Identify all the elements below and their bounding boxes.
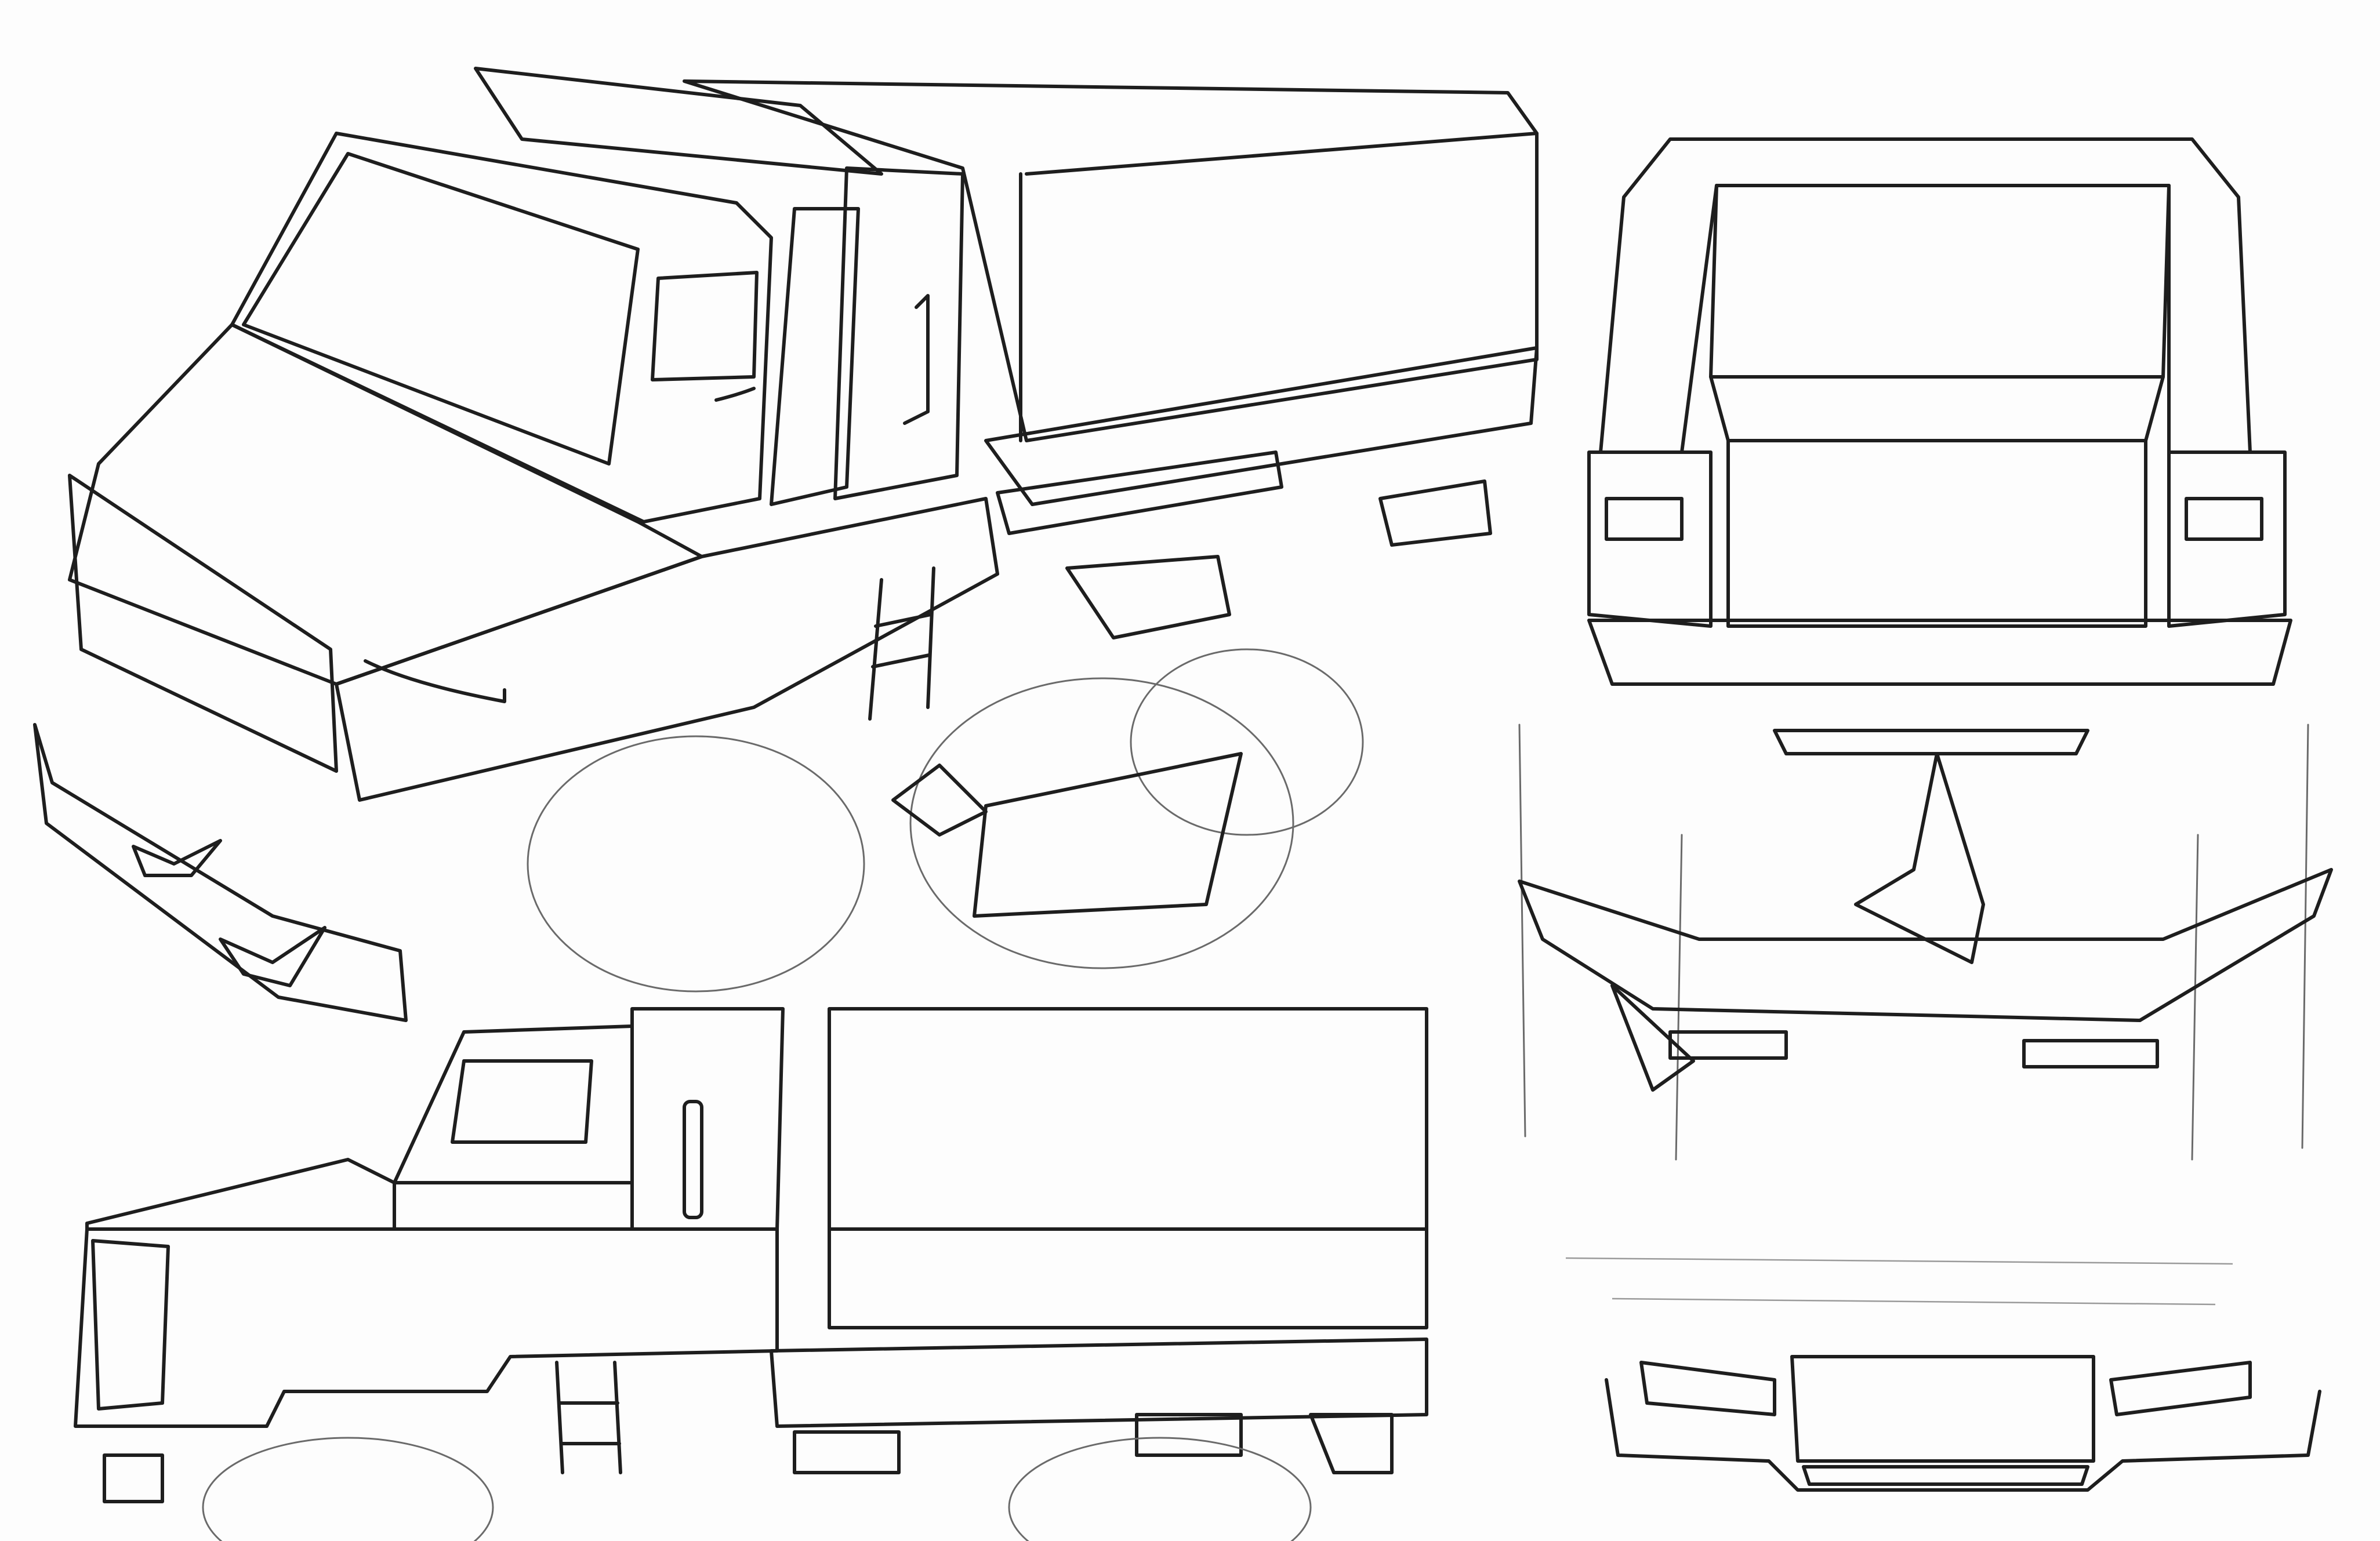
rear-wheel xyxy=(909,677,1294,969)
side-hood xyxy=(85,1158,396,1231)
cargo-skirt xyxy=(984,346,1539,506)
front-wheel xyxy=(527,735,865,993)
side-cargo-box xyxy=(828,1007,1428,1329)
bumper-detail-left-lamp xyxy=(1668,1030,1788,1060)
guide-line-inner-right xyxy=(2191,834,2199,1161)
mid-door-handle xyxy=(903,294,930,425)
front-left-lamp xyxy=(1605,497,1684,541)
cargo-box xyxy=(683,79,1539,442)
tow-hook-sketch xyxy=(1854,752,1985,964)
cab-side-window xyxy=(651,271,759,381)
side-view xyxy=(74,1007,1428,1541)
front-right-headlight-block xyxy=(2167,450,2287,628)
guide-line-left xyxy=(1518,724,1526,1137)
side-rear-mudflap xyxy=(1309,1413,1394,1474)
lower-right-lamp xyxy=(2109,1361,2252,1416)
mesh-panel xyxy=(973,752,1243,918)
cargo-hatched-rail xyxy=(996,450,1283,535)
step-ladder xyxy=(868,566,935,721)
front-fender xyxy=(335,497,999,802)
side-fuel-tank xyxy=(793,1430,901,1474)
lower-underguard xyxy=(1802,1465,2089,1486)
headlight xyxy=(364,659,506,703)
bumper-hatch-left xyxy=(132,839,222,877)
side-front-light xyxy=(103,1453,164,1503)
perspective-view xyxy=(33,67,1539,1022)
rear-wheel-2 xyxy=(1130,648,1364,836)
side-battery-box xyxy=(1135,1413,1243,1457)
guide-line-inner-left xyxy=(1675,834,1683,1161)
guide-line-right xyxy=(2301,724,2309,1149)
front-right-lamp xyxy=(2185,497,2263,541)
bumper-hatch-right xyxy=(219,926,326,987)
side-cab-window xyxy=(451,1059,593,1144)
cab-body xyxy=(230,132,773,524)
cargo-top-edge xyxy=(1025,132,1539,176)
step-hatch xyxy=(891,764,988,837)
side-rear-wheel xyxy=(1008,1437,1312,1541)
side-cab-upper xyxy=(393,1024,634,1184)
front-hood-top xyxy=(1709,375,2165,442)
windshield xyxy=(242,152,640,466)
side-front-wheel xyxy=(202,1437,494,1541)
roof-rack xyxy=(474,67,883,176)
front-windshield xyxy=(1709,184,2171,379)
bumper-detail-body xyxy=(1518,868,2333,1022)
lower-bumper-outline xyxy=(1605,1378,2321,1492)
rear-skirt-right xyxy=(1378,479,1492,547)
lower-left-lamp xyxy=(1639,1361,1776,1416)
side-door xyxy=(630,1007,785,1231)
lower-guide-1 xyxy=(1565,1257,2233,1265)
grille xyxy=(68,474,338,773)
mid-section xyxy=(833,166,964,500)
side-chassis-rail xyxy=(770,1338,1428,1428)
front-grille xyxy=(1726,439,2147,628)
bumper-detail-right-lamp xyxy=(2022,1039,2159,1068)
side-step-ladder xyxy=(555,1361,622,1474)
lower-guide-2 xyxy=(1612,1298,2216,1306)
front-view xyxy=(1587,137,2292,755)
front-bumper xyxy=(33,723,408,1022)
front-bumper-top xyxy=(1587,619,2292,686)
front-left-headlight-block xyxy=(1587,450,1713,628)
rear-skirt-block xyxy=(1065,555,1231,639)
bumper-detail xyxy=(1518,724,2333,1161)
bumper-detail-corner-hatch xyxy=(1610,984,1695,1092)
side-door-handle xyxy=(683,1100,703,1219)
side-grille xyxy=(91,1239,170,1411)
license-plate-area xyxy=(1790,1355,2095,1463)
door-handle xyxy=(714,387,756,402)
side-panel xyxy=(770,207,860,506)
front-underguard xyxy=(1773,729,2089,755)
lower-bumper-detail xyxy=(1565,1257,2321,1492)
side-body xyxy=(74,1227,779,1428)
